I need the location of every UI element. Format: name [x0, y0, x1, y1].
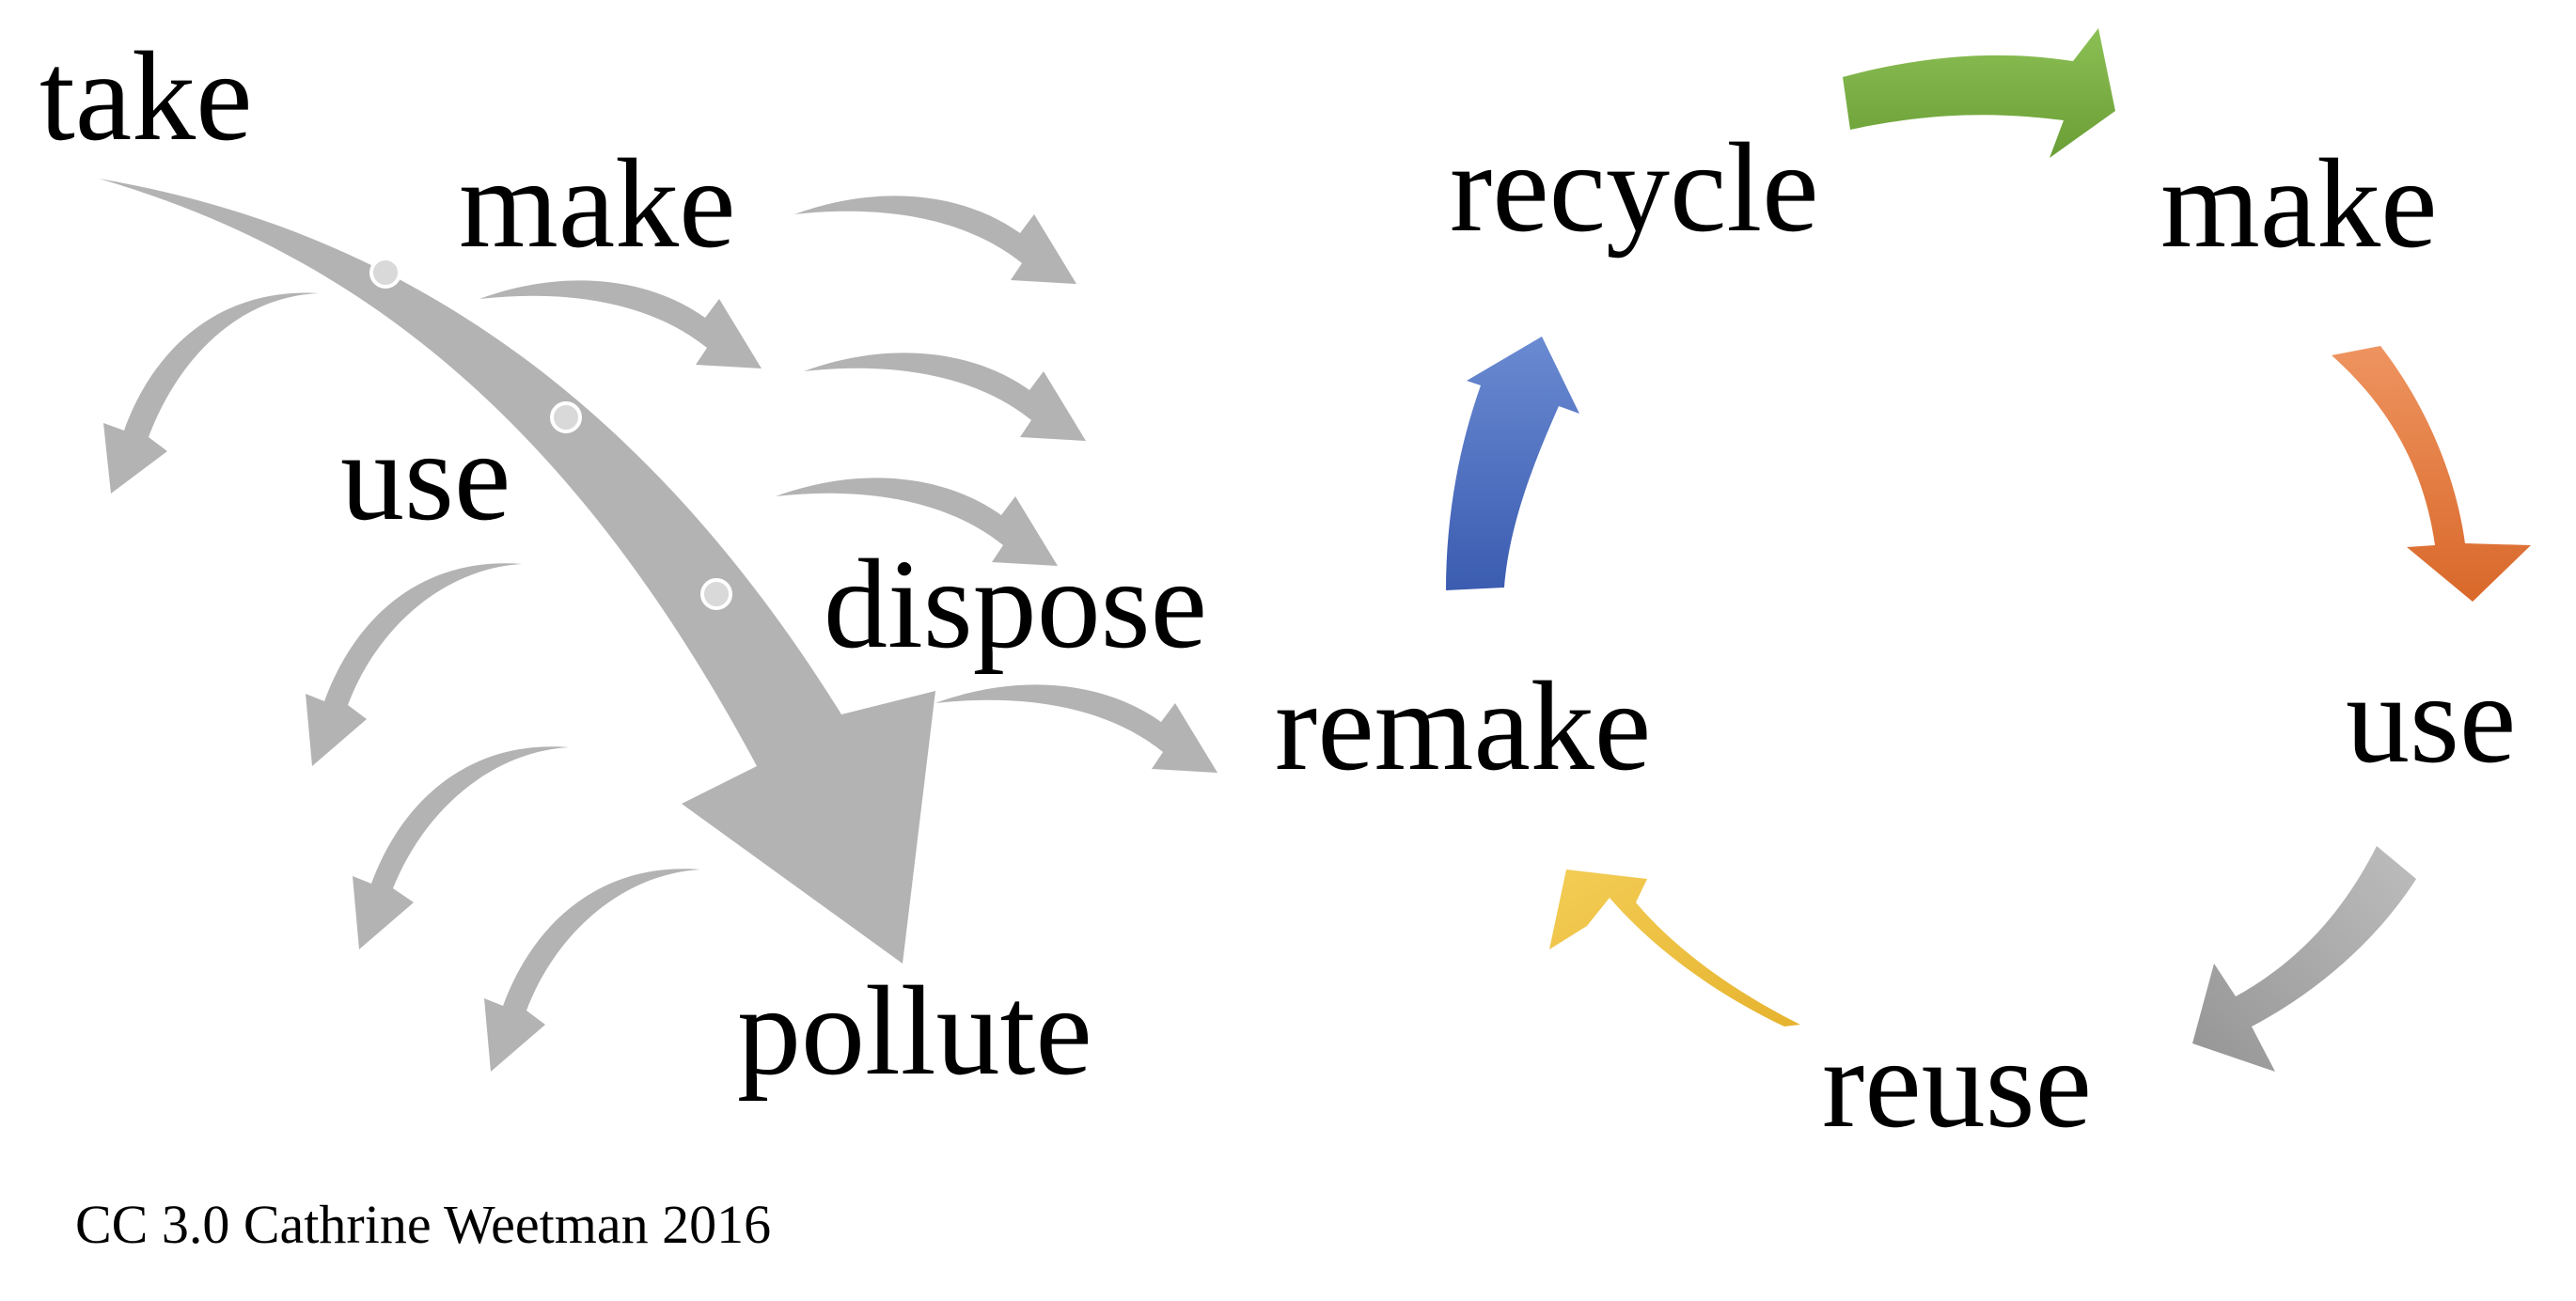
label-pollute: pollute — [737, 961, 1092, 1102]
waste-arrow — [479, 280, 762, 368]
flow-dot — [700, 578, 732, 610]
label-reuse: reuse — [1822, 1013, 2092, 1154]
flow-dot — [369, 257, 401, 289]
waste-arrow — [804, 353, 1086, 441]
waste-arrow — [484, 869, 700, 1072]
label-dispose: dispose — [824, 534, 1207, 675]
label-take: take — [39, 26, 253, 167]
waste-arrow — [306, 563, 522, 766]
waste-arrow — [794, 196, 1076, 284]
label-use-circular: use — [2346, 649, 2516, 790]
main-flow-arrow — [99, 179, 935, 964]
arrow-make-to-use — [2332, 346, 2531, 602]
linear-economy: take make use dispose pollute — [39, 26, 1217, 1102]
label-remake: remake — [1275, 656, 1651, 797]
label-make-linear: make — [459, 133, 736, 274]
arrow-remake-to-recycle — [1446, 337, 1579, 590]
circular-economy: recycle make use reuse remake — [1275, 28, 2531, 1154]
label-use-linear: use — [340, 406, 510, 547]
waste-arrow — [935, 684, 1217, 773]
label-make-circular: make — [2160, 133, 2438, 274]
label-recycle: recycle — [1450, 118, 1819, 259]
waste-arrow — [776, 478, 1058, 566]
arrow-use-to-reuse — [2192, 846, 2416, 1072]
flow-dot — [550, 401, 582, 433]
arrow-reuse-to-remake — [1549, 870, 1800, 1027]
waste-arrow — [353, 746, 569, 949]
arrow-recycle-to-make — [1843, 28, 2115, 158]
credit-line: CC 3.0 Cathrine Weetman 2016 — [75, 1194, 771, 1255]
waste-arrow — [103, 292, 320, 494]
